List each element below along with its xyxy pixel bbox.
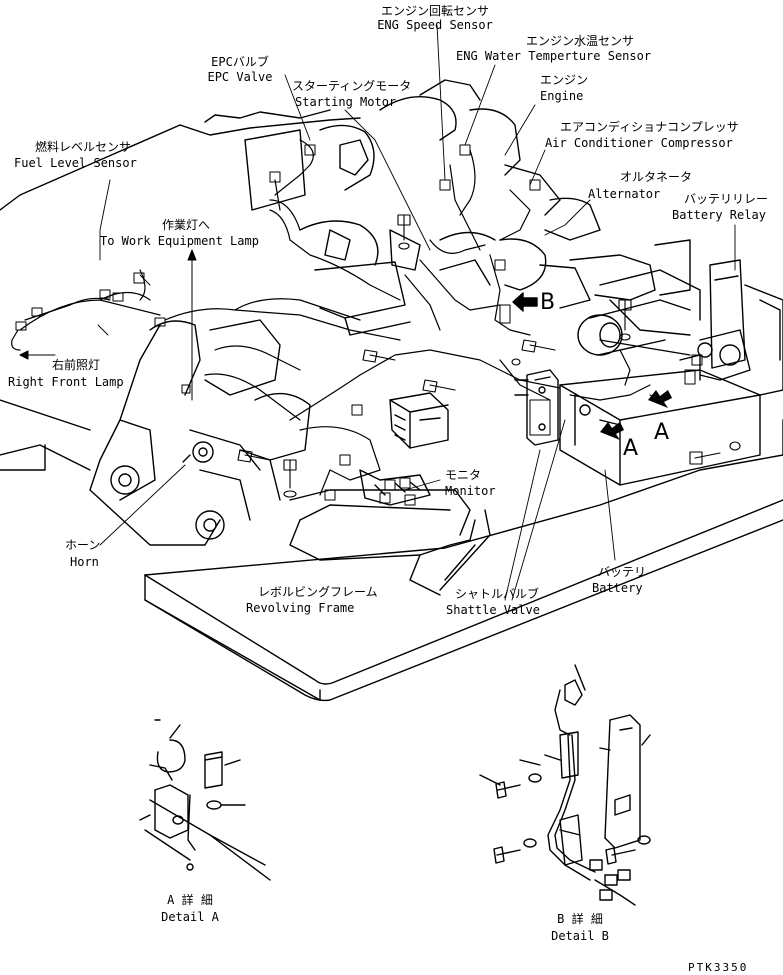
monitor-controller xyxy=(389,392,449,449)
detail-b-title-jp: B 詳 細 xyxy=(557,912,603,926)
monitor-label-jp: モニタ xyxy=(445,468,482,482)
view-marker-a-upper: A xyxy=(654,420,670,445)
engine-block xyxy=(0,79,656,336)
epc-valve-label-jp: EPCバルブ xyxy=(211,55,269,69)
alternator-label-jp: オルタネータ xyxy=(620,170,693,184)
battery-relay-label-jp: バッテリリレー xyxy=(684,192,769,206)
eng-speed-sensor-label-en: ENG Speed Sensor xyxy=(377,18,493,32)
revolving-frame-label-jp: レボルビングフレーム xyxy=(258,585,378,599)
horn xyxy=(182,441,214,463)
battery-label-jp: バッテリ xyxy=(598,565,647,579)
detail-b-drawing xyxy=(479,664,651,906)
battery-relay-label-en: Battery Relay xyxy=(672,208,766,222)
revolving-frame xyxy=(0,399,783,702)
revolving-frame-label-en: Revolving Frame xyxy=(246,601,355,615)
arrow-a xyxy=(600,390,672,440)
bolts xyxy=(237,214,741,498)
engine-label-en: Engine xyxy=(540,89,584,103)
view-marker-a-lower: A xyxy=(623,436,639,461)
wiring-harness xyxy=(11,139,691,496)
monitor-label-en: Monitor xyxy=(445,484,496,498)
connectors xyxy=(15,144,703,506)
front-lamp-label-en: Right Front Lamp xyxy=(8,375,124,389)
detail-a-title-en: Detail A xyxy=(161,910,219,924)
fuel-level-sensor-label-jp: 燃料レベルセンサ xyxy=(35,140,132,154)
leader-lines xyxy=(97,24,736,601)
work-lamp-label-en: To Work Equipment Lamp xyxy=(100,234,259,248)
engine-label-jp: エンジン xyxy=(540,73,589,87)
battery xyxy=(559,369,761,486)
starting-motor-label-en: Starting Motor xyxy=(295,95,397,109)
water-temp-sensor-label-jp: エンジン水温センサ xyxy=(525,34,634,48)
shuttle-valve xyxy=(514,369,559,446)
detail-a-title-jp: A 詳 細 xyxy=(167,893,213,907)
shuttle-valve-label-en: Shattle Valve xyxy=(446,603,540,617)
detail-b-title-en: Detail B xyxy=(551,929,609,943)
aircon-compressor-label-en: Air Conditioner Compressor xyxy=(545,136,733,150)
lower-deck xyxy=(289,469,491,596)
view-marker-b: B xyxy=(540,290,556,315)
horn-label-en: Horn xyxy=(70,555,99,569)
shuttle-valve-label-jp: シャトルバルブ xyxy=(455,587,540,601)
starting-motor-label-jp: スターティングモータ xyxy=(292,79,412,93)
boom-foot xyxy=(89,319,311,546)
arrow-b xyxy=(512,292,538,312)
fuel-level-sensor-label-en: Fuel Level Sensor xyxy=(14,156,137,170)
alternator-label-en: Alternator xyxy=(588,187,661,201)
horn-label-jp: ホーン xyxy=(65,538,101,552)
aircon-compressor-label-jp: エアコンディショナコンプレッサ xyxy=(560,120,739,134)
epc-valve-label-en: EPC Valve xyxy=(207,70,273,84)
drawing-code: PTK3350 xyxy=(688,961,749,974)
front-lamp-label-jp: 右前照灯 xyxy=(52,358,101,372)
battery-label-en: Battery xyxy=(592,581,643,595)
view-arrows xyxy=(19,249,197,401)
eng-speed-sensor-label-jp: エンジン回転センサ xyxy=(380,4,489,18)
air-cleaner xyxy=(577,299,691,356)
battery-relay-assembly xyxy=(599,239,783,396)
water-temp-sensor-label-en: ENG Water Temperture Sensor xyxy=(456,49,652,63)
work-lamp-label-jp: 作業灯へ xyxy=(162,218,211,232)
detail-a-drawing xyxy=(139,719,271,881)
